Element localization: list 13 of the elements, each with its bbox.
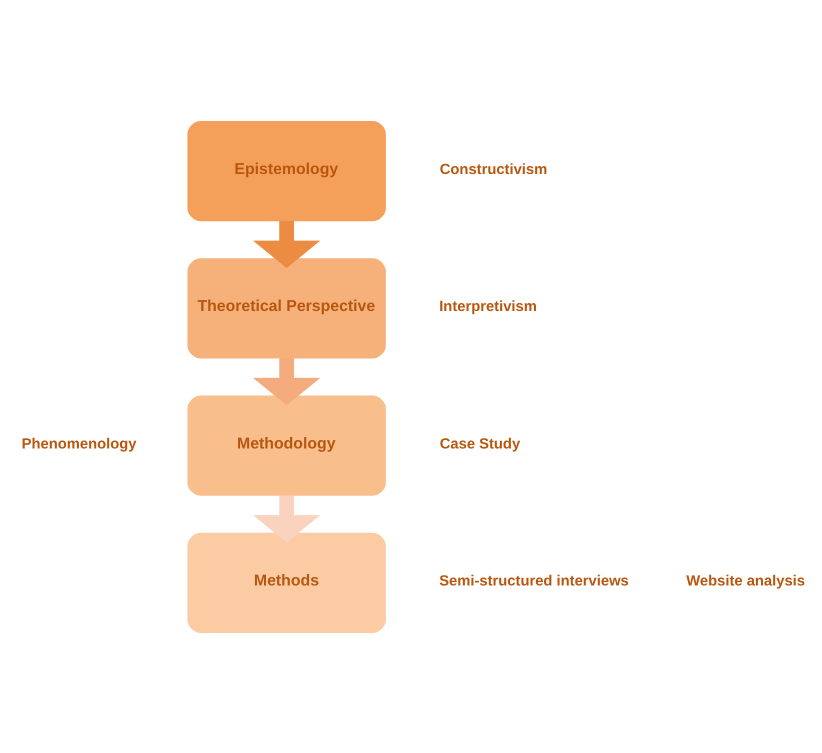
label: Case Study	[439, 436, 520, 452]
label: Constructivism	[439, 161, 547, 178]
label: Semi-structured interviews	[438, 573, 628, 590]
arrow	[252, 358, 320, 405]
node-box: Theoretical Perspective	[186, 258, 386, 358]
node-box: Methodology	[186, 394, 386, 496]
node-box: Epistemology	[186, 120, 386, 221]
label: Interpretivism	[438, 298, 536, 315]
label: Website analysis	[686, 573, 804, 590]
arrow	[252, 494, 320, 542]
node-box: Methods	[186, 532, 386, 633]
label: Phenomenology	[21, 436, 136, 452]
arrow	[252, 220, 320, 268]
